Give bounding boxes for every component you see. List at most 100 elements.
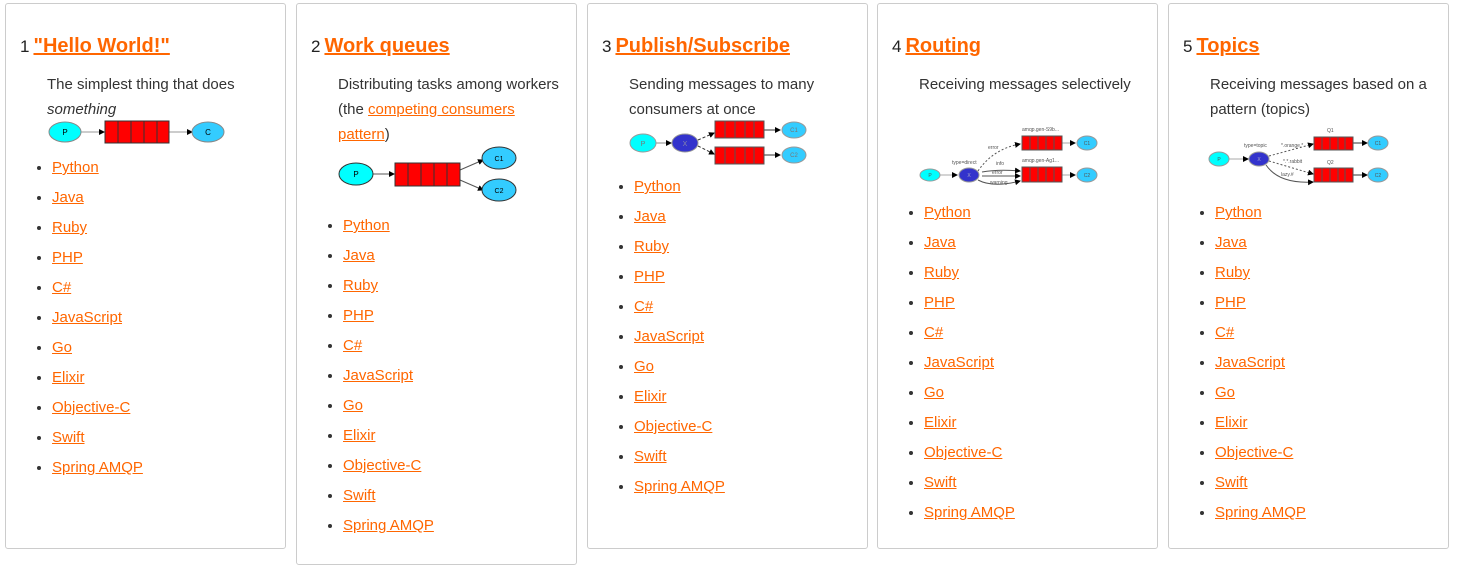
language-link-swift[interactable]: Swift: [343, 487, 376, 504]
queue-icon: [1313, 136, 1354, 151]
tutorial-link-work-queues[interactable]: Work queues: [324, 35, 450, 57]
list-item: Swift: [52, 428, 143, 458]
tutorial-link-routing[interactable]: Routing: [905, 35, 981, 57]
list-item: Swift: [1215, 473, 1306, 503]
language-link-javascript[interactable]: JavaScript: [924, 354, 995, 371]
language-link-swift[interactable]: Swift: [52, 429, 85, 446]
list-item: Swift: [343, 486, 434, 516]
work-queues-diagram: P C1 C2: [338, 146, 517, 202]
language-link-java[interactable]: Java: [924, 234, 956, 251]
language-link-objective-c[interactable]: Objective-C: [343, 457, 422, 474]
list-item: Ruby: [343, 276, 434, 306]
language-link-ruby[interactable]: Ruby: [1215, 264, 1251, 281]
language-link-ruby[interactable]: Ruby: [52, 219, 88, 236]
list-item: Java: [52, 188, 143, 218]
language-link-ruby[interactable]: Ruby: [634, 238, 670, 255]
list-item: Java: [924, 233, 1015, 263]
list-item: Python: [52, 158, 143, 188]
language-link-elixir[interactable]: Elixir: [1215, 414, 1248, 431]
language-link-go[interactable]: Go: [52, 339, 73, 356]
language-list: PythonJavaRubyPHP C# JavaScriptGoElixirObj…: [6, 158, 143, 488]
language-link-swift[interactable]: Swift: [634, 448, 667, 465]
language-link-csharp[interactable]: C#: [634, 298, 654, 315]
language-link-python[interactable]: Python: [52, 159, 99, 176]
list-item: PHP: [343, 306, 434, 336]
list-item: Spring AMQP: [52, 458, 143, 488]
language-link-swift[interactable]: Swift: [924, 474, 957, 491]
language-link-php[interactable]: PHP: [52, 249, 83, 266]
language-link-elixir[interactable]: Elixir: [924, 414, 957, 431]
consumer-node: [781, 146, 807, 164]
language-link-spring-amqp[interactable]: Spring AMQP: [1215, 504, 1306, 521]
list-item: Elixir: [52, 368, 143, 398]
svg-text:type=topic: type=topic: [1244, 143, 1267, 149]
tutorial-link-hello-world[interactable]: "Hello World!": [33, 35, 170, 57]
language-link-python[interactable]: Python: [1215, 204, 1262, 221]
language-link-go[interactable]: Go: [343, 397, 364, 414]
language-link-python[interactable]: Python: [343, 217, 390, 234]
consumer-node: [481, 146, 517, 170]
language-link-csharp[interactable]: C#: [343, 337, 363, 354]
language-link-ruby[interactable]: Ruby: [343, 277, 379, 294]
language-link-objective-c[interactable]: Objective-C: [924, 444, 1003, 461]
language-link-objective-c[interactable]: Objective-C: [52, 399, 131, 416]
topics-diagram: P X type=topic *.orange.* *.*.rabbit laz…: [1208, 128, 1389, 186]
svg-text:C2: C2: [495, 188, 504, 195]
language-link-csharp[interactable]: C#: [924, 324, 944, 341]
list-item: Elixir: [634, 387, 725, 417]
language-link-java[interactable]: Java: [52, 189, 84, 206]
svg-text:error: error: [992, 170, 1003, 176]
language-link-php[interactable]: PHP: [1215, 294, 1246, 311]
svg-text:C1: C1: [1084, 141, 1091, 147]
language-link-elixir[interactable]: Elixir: [343, 427, 376, 444]
language-link-python[interactable]: Python: [634, 178, 681, 195]
language-link-go[interactable]: Go: [1215, 384, 1236, 401]
language-link-objective-c[interactable]: Objective-C: [634, 418, 713, 435]
svg-text:Q1: Q1: [1327, 128, 1334, 134]
svg-text:error: error: [988, 145, 999, 151]
svg-text:amqp.gen-Ag1...: amqp.gen-Ag1...: [1022, 158, 1059, 164]
language-link-java[interactable]: Java: [1215, 234, 1247, 251]
consumer-node: [1367, 167, 1389, 183]
svg-text:lazy.#: lazy.#: [1281, 172, 1294, 178]
language-link-javascript[interactable]: JavaScript: [343, 367, 414, 384]
language-link-swift[interactable]: Swift: [1215, 474, 1248, 491]
list-item: Ruby: [634, 237, 725, 267]
language-link-java[interactable]: Java: [634, 208, 666, 225]
language-link-csharp[interactable]: C#: [52, 279, 72, 296]
language-link-php[interactable]: PHP: [924, 294, 955, 311]
language-link-javascript[interactable]: JavaScript: [1215, 354, 1286, 371]
list-item: JavaScript: [634, 327, 725, 357]
language-link-spring-amqp[interactable]: Spring AMQP: [634, 478, 725, 495]
language-link-elixir[interactable]: Elixir: [634, 388, 667, 405]
language-link-elixir[interactable]: Elixir: [52, 369, 85, 386]
queue-icon: [394, 162, 461, 187]
list-item: Objective-C: [924, 443, 1015, 473]
language-link-java[interactable]: Java: [343, 247, 375, 264]
language-link-spring-amqp[interactable]: Spring AMQP: [52, 459, 143, 476]
tutorial-link-publish-subscribe[interactable]: Publish/Subscribe: [615, 35, 790, 57]
tutorial-link-topics[interactable]: Topics: [1196, 35, 1260, 57]
svg-text:Q2: Q2: [1327, 160, 1334, 166]
language-link-php[interactable]: PHP: [343, 307, 374, 324]
language-link-ruby[interactable]: Ruby: [924, 264, 960, 281]
language-link-spring-amqp[interactable]: Spring AMQP: [924, 504, 1015, 521]
language-link-python[interactable]: Python: [924, 204, 971, 221]
language-link-javascript[interactable]: JavaScript: [634, 328, 705, 345]
competing-consumers-link[interactable]: competing consumers pattern: [338, 101, 515, 143]
language-link-csharp[interactable]: C#: [1215, 324, 1235, 341]
exchange-node: [1248, 151, 1270, 167]
language-link-javascript[interactable]: JavaScript: [52, 309, 123, 326]
language-link-spring-amqp[interactable]: Spring AMQP: [343, 517, 434, 534]
language-link-go[interactable]: Go: [924, 384, 945, 401]
language-link-objective-c[interactable]: Objective-C: [1215, 444, 1294, 461]
language-link-go[interactable]: Go: [634, 358, 655, 375]
language-link-php[interactable]: PHP: [634, 268, 665, 285]
svg-text:C2: C2: [1375, 173, 1382, 179]
list-item: Python: [1215, 203, 1306, 233]
language-list: PythonJavaRubyPHP C# JavaScriptGoElixirObj…: [297, 216, 434, 546]
